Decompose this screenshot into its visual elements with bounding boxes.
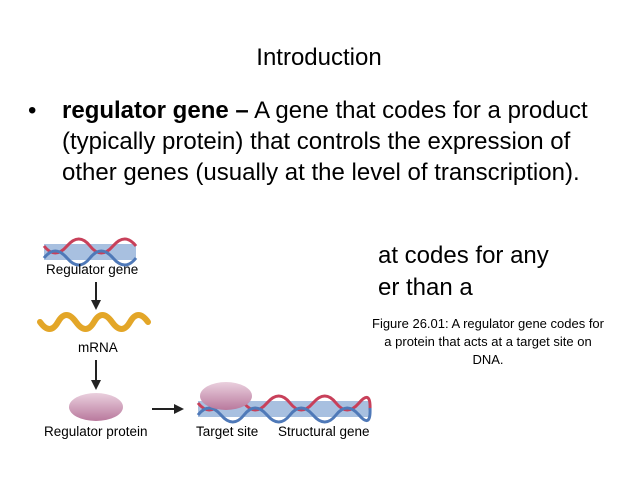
bullet-marker: • <box>28 97 37 124</box>
bullet-definition: A gene that codes for a product (typical… <box>62 97 588 186</box>
bound-protein-shape <box>200 382 252 410</box>
bullet-item: • regulator gene – A gene that codes for… <box>28 95 628 188</box>
label-regulator-protein: Regulator protein <box>44 424 148 439</box>
partial-line-2: er than a <box>378 274 473 301</box>
regulator-protein-shape <box>69 393 123 421</box>
label-structural-gene: Structural gene <box>278 424 370 439</box>
mrna-strand <box>37 312 151 332</box>
figure-caption: Figure 26.01: A regulator gene codes for… <box>372 316 604 367</box>
label-regulator-gene: Regulator gene <box>46 262 138 277</box>
arrow-right-icon <box>152 404 184 414</box>
label-mrna: mRNA <box>78 340 118 355</box>
arrow-down-icon <box>91 282 101 310</box>
bullet-text: regulator gene – A gene that codes for a… <box>62 95 628 188</box>
slide-title: Introduction <box>256 44 382 71</box>
partial-line-1: at codes for any <box>378 242 549 269</box>
label-target-site: Target site <box>196 424 258 439</box>
bullet-term: regulator gene – <box>62 97 249 124</box>
regulator-gene-dna <box>42 237 138 267</box>
arrow-down-icon <box>91 360 101 390</box>
